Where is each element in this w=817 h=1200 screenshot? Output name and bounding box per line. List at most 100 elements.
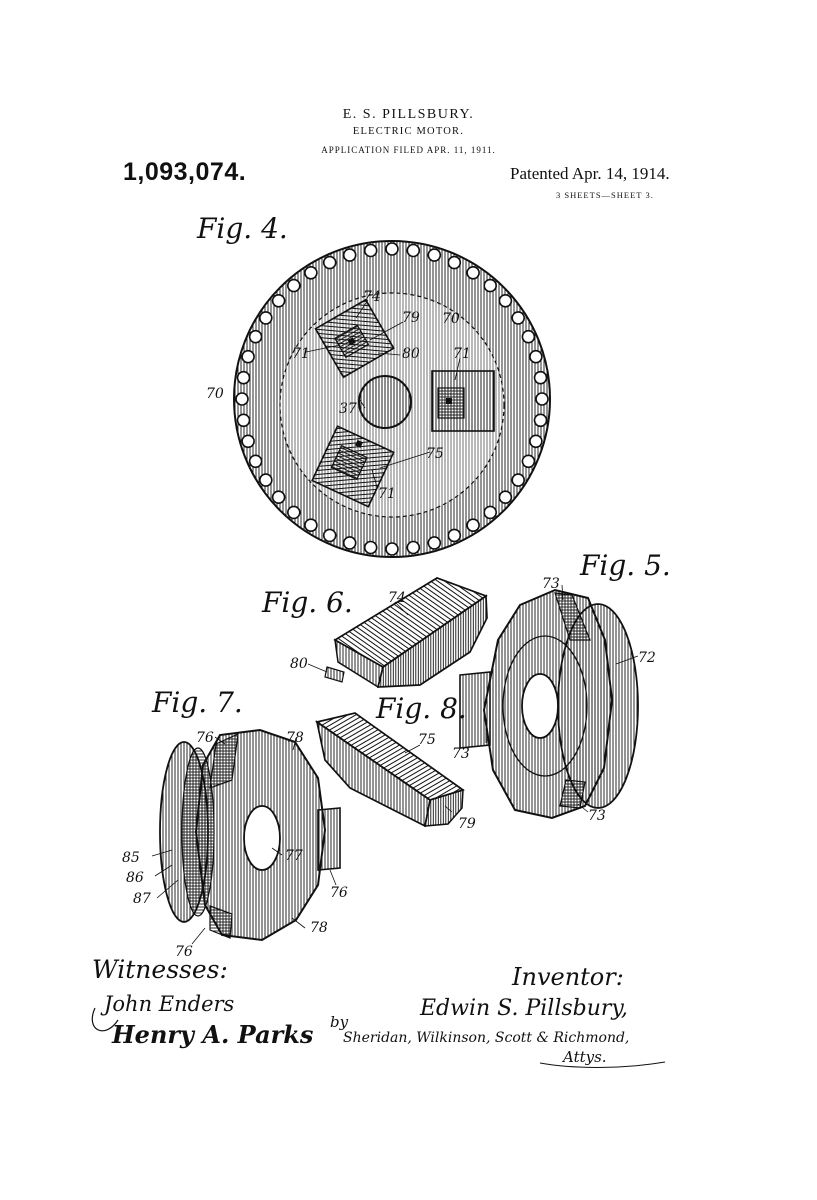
stator-slot [322,255,337,270]
stator-slot [241,434,255,449]
patented-date: Patented Apr. 14, 1914. [510,164,670,183]
signature-underline [539,1061,666,1068]
sheet-count: 3 SHEETS—SHEET 3. [556,190,654,200]
fig-5-ring-piece [459,584,639,820]
stator-slot [483,505,498,520]
stator-slot [427,248,442,262]
fig-8-label: Fig. 8. [375,692,467,725]
ref-numeral: 72 [638,650,656,666]
stator-slot [304,518,318,533]
ref-numeral: 75 [426,446,444,462]
ref-numeral: 80 [402,346,420,362]
stator-slot [406,540,421,555]
stator-slot [466,265,480,280]
stator-slot [286,278,301,293]
stator-slot [427,536,442,550]
stator-slot [342,248,357,262]
fig-5-label: Fig. 5. [579,549,671,582]
stator-slot [406,243,421,258]
stator-slot [385,242,399,256]
ref-numeral: 80 [290,656,308,672]
ref-numeral: 70 [206,386,224,402]
witness-signature-1: John Enders [104,992,235,1016]
fig-4-pole-upper [314,298,395,379]
ref-numeral: 87 [133,891,151,907]
stator-slot [385,542,399,556]
stator-slot [248,454,263,469]
witness-signature-2: Henry A. Parks [112,1020,314,1049]
ref-numeral: 70 [442,311,460,327]
stator-slot [363,243,378,258]
invention-title: ELECTRIC MOTOR. [352,126,465,137]
stator-slot [258,473,273,487]
fig-6-pole-piece [307,577,488,689]
attys-label: Attys. [563,1048,607,1066]
ref-numeral: 78 [286,730,304,746]
ref-numeral: 71 [292,346,310,362]
stator-slot [235,392,249,406]
ref-numeral: 74 [388,590,406,606]
signature-flourish [91,1007,119,1032]
stator-slot [535,392,549,406]
stator-slot [286,505,301,520]
ref-numeral: 79 [458,816,476,832]
stator-slot [447,255,462,270]
ref-numeral: 85 [122,850,140,866]
stator-slot [521,454,536,469]
stator-slot [304,265,318,280]
ref-numeral: 73 [588,808,606,824]
stator-slot [511,473,526,487]
ref-numeral: 73 [452,746,470,762]
fig-4-pole-lower [311,425,395,508]
fig-4-pole-right [431,370,495,432]
stator-slot [521,329,536,344]
fig-4-label: Fig. 4. [196,212,288,245]
fig-4-slot-ring [235,242,549,556]
stator-slot [533,413,548,428]
ref-numeral: 71 [453,346,471,362]
fig-7-field-piece [151,728,341,945]
attorneys-signature: Sheridan, Wilkinson, Scott & Richmond, [343,1030,630,1046]
stator-slot [271,490,286,505]
patent-number: 1,093,074. [123,158,247,186]
ref-numeral: 76 [175,944,193,960]
application-date: APPLICATION FILED APR. 11, 1911. [321,145,496,155]
ref-numeral: 71 [378,486,396,502]
by-label: by [330,1013,349,1031]
ref-numeral: 77 [285,848,303,864]
ref-numeral: 78 [310,920,328,936]
stator-slot [529,349,543,364]
stator-slot [533,370,548,385]
stator-slot [363,540,378,555]
ref-numeral: 76 [330,885,348,901]
fig-4-stator-disc [233,240,551,558]
inventor-name: E. S. PILLSBURY. [342,107,475,122]
ref-numeral: 75 [418,732,436,748]
inventor-label: Inventor: [512,963,624,991]
stator-slot [322,528,337,543]
stator-slot [466,518,480,533]
fig-7-label: Fig. 7. [151,686,243,719]
stator-slot [511,311,526,325]
ref-numeral: 79 [402,310,420,326]
ref-numeral: 37 [339,401,357,417]
inventor-signature: Edwin S. Pillsbury, [420,996,628,1021]
stator-slot [498,490,513,505]
fig-6-label: Fig. 6. [261,586,353,619]
stator-slot [498,293,513,308]
witnesses-label: Witnesses: [92,955,228,984]
fig-8-pole-piece [314,712,465,828]
stator-slot [529,434,543,449]
ref-numeral: 73 [542,576,560,592]
stator-slot [241,349,255,364]
stator-slot [248,329,263,344]
ref-numeral: 74 [363,289,381,305]
stator-slot [483,278,498,293]
ref-numeral: 76 [196,730,214,746]
stator-slot [258,311,273,325]
stator-slot [271,293,286,308]
stator-slot [236,413,251,428]
stator-slot [342,536,357,550]
stator-slot [447,528,462,543]
